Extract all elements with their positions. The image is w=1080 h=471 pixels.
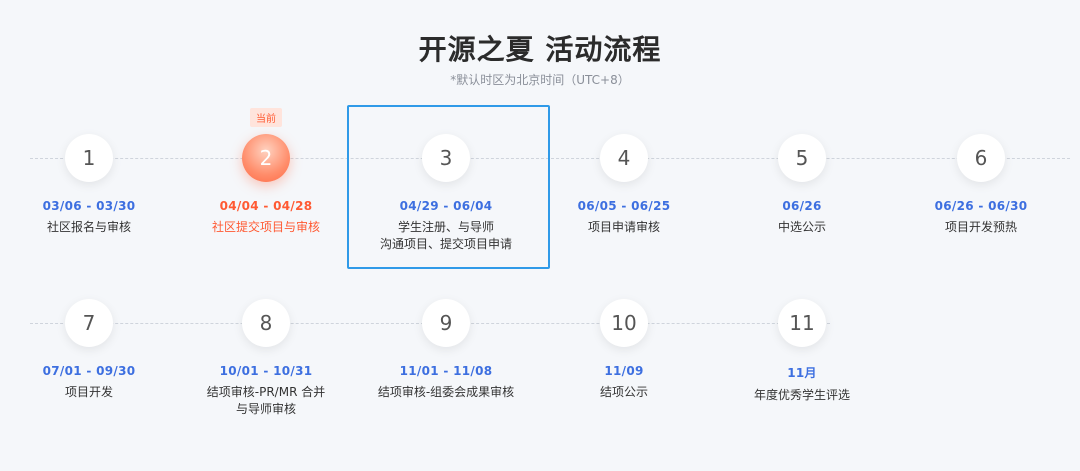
step-label: 社区报名与审核 — [46, 220, 131, 234]
step-number-circle: 8 — [242, 299, 290, 347]
step-date: 07/01 - 09/30 — [42, 364, 136, 378]
current-badge: 当前 — [250, 108, 282, 127]
step-date: 04/29 - 06/04 — [399, 199, 493, 213]
step-number-circle: 4 — [600, 134, 648, 182]
step-6: 6 06/26 - 06/30 项目开发预热 — [901, 134, 1061, 236]
step-label: 项目申请审核 — [587, 220, 660, 234]
step-label: 学生注册、与导师 沟通项目、提交项目申请 — [366, 219, 526, 253]
step-label-line-1: 结项审核-PR/MR 合并 — [206, 385, 326, 399]
step-number-circle: 7 — [65, 299, 113, 347]
step-1: 1 03/06 - 03/30 社区报名与审核 — [9, 134, 169, 236]
step-label: 结项审核-PR/MR 合并 与导师审核 — [186, 384, 346, 418]
step-7: 7 07/01 - 09/30 项目开发 — [9, 299, 169, 401]
step-number-circle: 1 — [65, 134, 113, 182]
step-date: 11/01 - 11/08 — [399, 364, 493, 378]
step-date: 10/01 - 10/31 — [219, 364, 313, 378]
step-date: 06/26 - 06/30 — [934, 199, 1028, 213]
step-number-circle: 11 — [778, 299, 826, 347]
timeline-line-row-1 — [30, 158, 1070, 159]
step-label: 项目开发 — [64, 385, 113, 399]
step-date: 11月 — [787, 366, 817, 380]
step-10: 10 11/09 结项公示 — [544, 299, 704, 401]
step-date: 04/04 - 04/28 — [219, 199, 313, 213]
step-number-circle: 9 — [422, 299, 470, 347]
step-5: 5 06/26 中选公示 — [722, 134, 882, 236]
step-8: 8 10/01 - 10/31 结项审核-PR/MR 合并 与导师审核 — [186, 299, 346, 418]
step-label: 结项公示 — [599, 385, 648, 399]
step-label-line-2: 与导师审核 — [235, 402, 296, 416]
step-11: 11 11月 年度优秀学生评选 — [722, 299, 882, 404]
step-number-circle: 5 — [778, 134, 826, 182]
step-date: 03/06 - 03/30 — [42, 199, 136, 213]
step-label: 社区提交项目与审核 — [211, 220, 320, 234]
step-2: 当前 2 04/04 - 04/28 社区提交项目与审核 — [186, 108, 346, 236]
step-label: 结项审核-组委会成果审核 — [377, 385, 515, 399]
step-9: 9 11/01 - 11/08 结项审核-组委会成果审核 — [366, 299, 526, 401]
page-title: 开源之夏 活动流程 — [418, 33, 662, 66]
step-date: 06/26 — [782, 199, 822, 213]
step-number-circle: 6 — [957, 134, 1005, 182]
step-label: 项目开发预热 — [944, 220, 1017, 234]
highlighted-step-frame — [347, 105, 550, 269]
page-subtitle: *默认时区为北京时间（UTC+8） — [450, 73, 630, 87]
step-label-line-1: 学生注册、与导师 — [397, 220, 494, 234]
step-number-circle: 10 — [600, 299, 648, 347]
step-label: 年度优秀学生评选 — [753, 388, 850, 402]
step-number-circle: 2 — [242, 134, 290, 182]
step-3: 3 04/29 - 06/04 学生注册、与导师 沟通项目、提交项目申请 — [366, 134, 526, 253]
step-4: 4 06/05 - 06/25 项目申请审核 — [544, 134, 704, 236]
step-label-line-2: 沟通项目、提交项目申请 — [379, 237, 512, 251]
step-number-circle: 3 — [422, 134, 470, 182]
step-date: 06/05 - 06/25 — [577, 199, 671, 213]
step-date: 11/09 — [604, 364, 644, 378]
step-label: 中选公示 — [777, 220, 826, 234]
